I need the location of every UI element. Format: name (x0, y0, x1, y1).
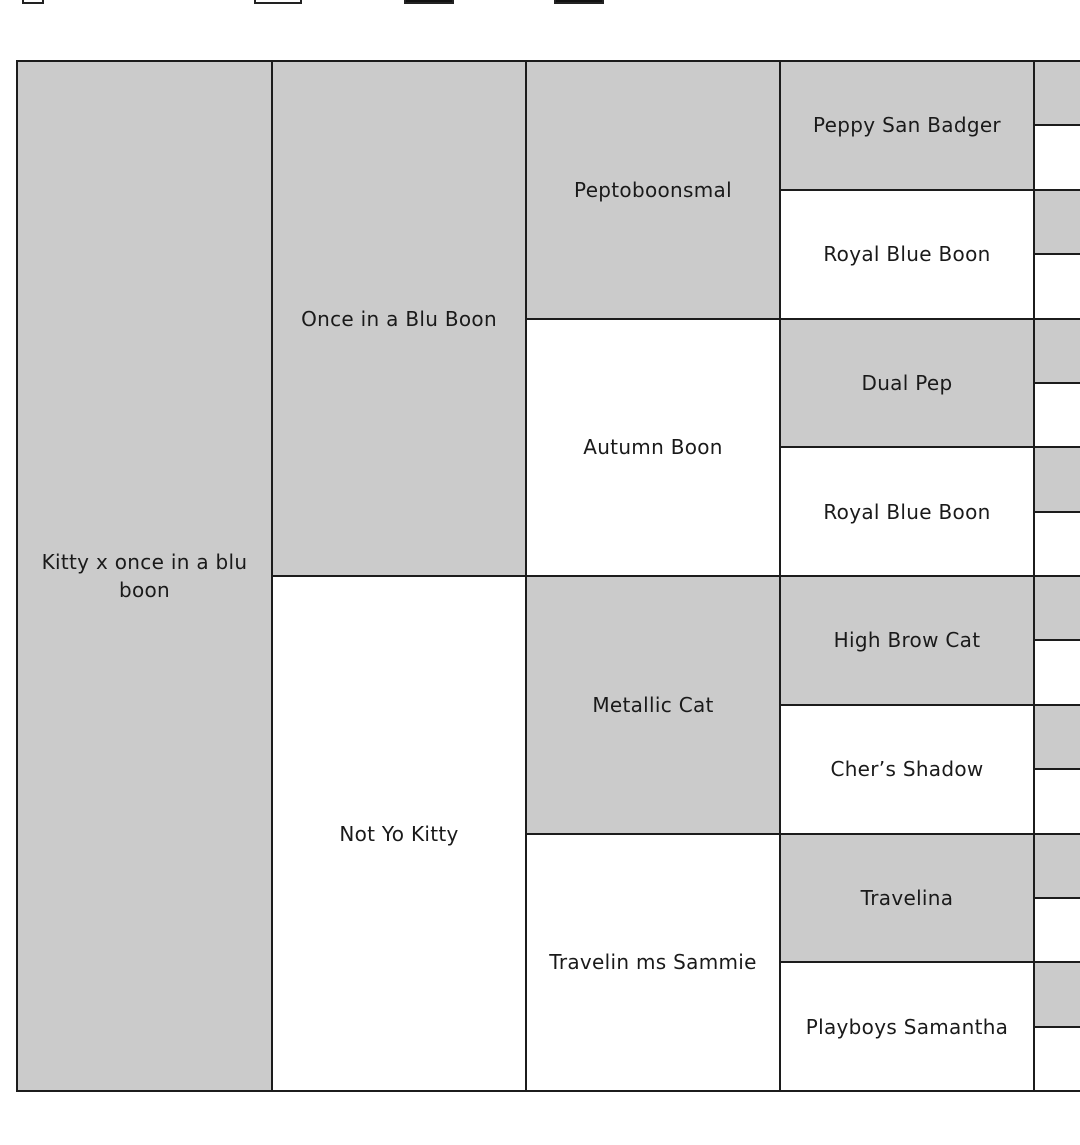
pedigree-great-grandparent: High Brow Cat (779, 575, 1035, 706)
pedigree-next-generation-cell (1033, 317, 1080, 384)
pedigree-cell-label: High Brow Cat (833, 628, 981, 653)
pedigree-next-generation-cell (1033, 832, 1080, 899)
pedigree-grandparent: Autumn Boon (525, 317, 781, 577)
pedigree-sire: Once in a Blu Boon (271, 60, 527, 577)
pedigree-cell-label: Metallic Cat (592, 692, 714, 717)
pedigree-next-generation-cell (1033, 961, 1080, 1028)
pedigree-cell-label: Peppy San Badger (813, 113, 1001, 138)
pedigree-great-grandparent: Cher’s Shadow (779, 703, 1035, 835)
pedigree-grandparent: Travelin ms Sammie (525, 832, 781, 1092)
legend-swatch-white-2 (254, 0, 302, 4)
legend-swatch-black-2 (554, 0, 604, 4)
pedigree-great-grandparent: Peppy San Badger (779, 60, 1035, 191)
pedigree-next-generation-cell (1033, 60, 1080, 127)
pedigree-next-generation-cell (1033, 896, 1080, 964)
pedigree-next-generation-cell (1033, 510, 1080, 577)
pedigree-next-generation-cell (1033, 253, 1080, 320)
pedigree-dam: Not Yo Kitty (271, 575, 527, 1092)
pedigree-cell-label: Once in a Blu Boon (301, 306, 497, 331)
pedigree-great-grandparent: Dual Pep (779, 317, 1035, 449)
pedigree-next-generation-cell (1033, 703, 1080, 771)
pedigree-cell-label: Travelin ms Sammie (549, 950, 757, 975)
pedigree-next-generation-cell (1033, 768, 1080, 835)
pedigree-next-generation-cell (1033, 639, 1080, 706)
pedigree-subject-label: Kitty x once in a blu boon (41, 550, 248, 602)
legend-swatch-black-1 (404, 0, 454, 4)
pedigree-great-grandparent: Playboys Samantha (779, 961, 1035, 1092)
pedigree-great-grandparent: Royal Blue Boon (779, 446, 1035, 577)
pedigree-cell-label: Travelina (860, 885, 954, 910)
pedigree-great-grandparent: Royal Blue Boon (779, 188, 1035, 320)
pedigree-next-generation-cell (1033, 446, 1080, 513)
legend-swatch-white-1 (22, 0, 44, 4)
pedigree-cell-label: Peptoboonsmal (574, 177, 732, 202)
pedigree-cell-label: Playboys Samantha (805, 1014, 1009, 1039)
pedigree-cell-label: Royal Blue Boon (823, 499, 991, 524)
pedigree-cell-label: Not Yo Kitty (339, 821, 459, 846)
pedigree-grandparent: Peptoboonsmal (525, 60, 781, 320)
pedigree-grandparent: Metallic Cat (525, 575, 781, 835)
pedigree-cell-label: Royal Blue Boon (823, 242, 991, 267)
pedigree-subject: Kitty x once in a blu boon (16, 60, 273, 1092)
pedigree-cell-label: Cher’s Shadow (830, 757, 984, 782)
pedigree-cell-label: Autumn Boon (583, 435, 723, 460)
pedigree-next-generation-cell (1033, 381, 1080, 449)
pedigree-next-generation-cell (1033, 188, 1080, 256)
pedigree-next-generation-cell (1033, 124, 1080, 191)
pedigree-cell-label: Dual Pep (861, 370, 953, 395)
pedigree-great-grandparent: Travelina (779, 832, 1035, 964)
pedigree-next-generation-cell (1033, 575, 1080, 642)
pedigree-next-generation-cell (1033, 1025, 1080, 1092)
